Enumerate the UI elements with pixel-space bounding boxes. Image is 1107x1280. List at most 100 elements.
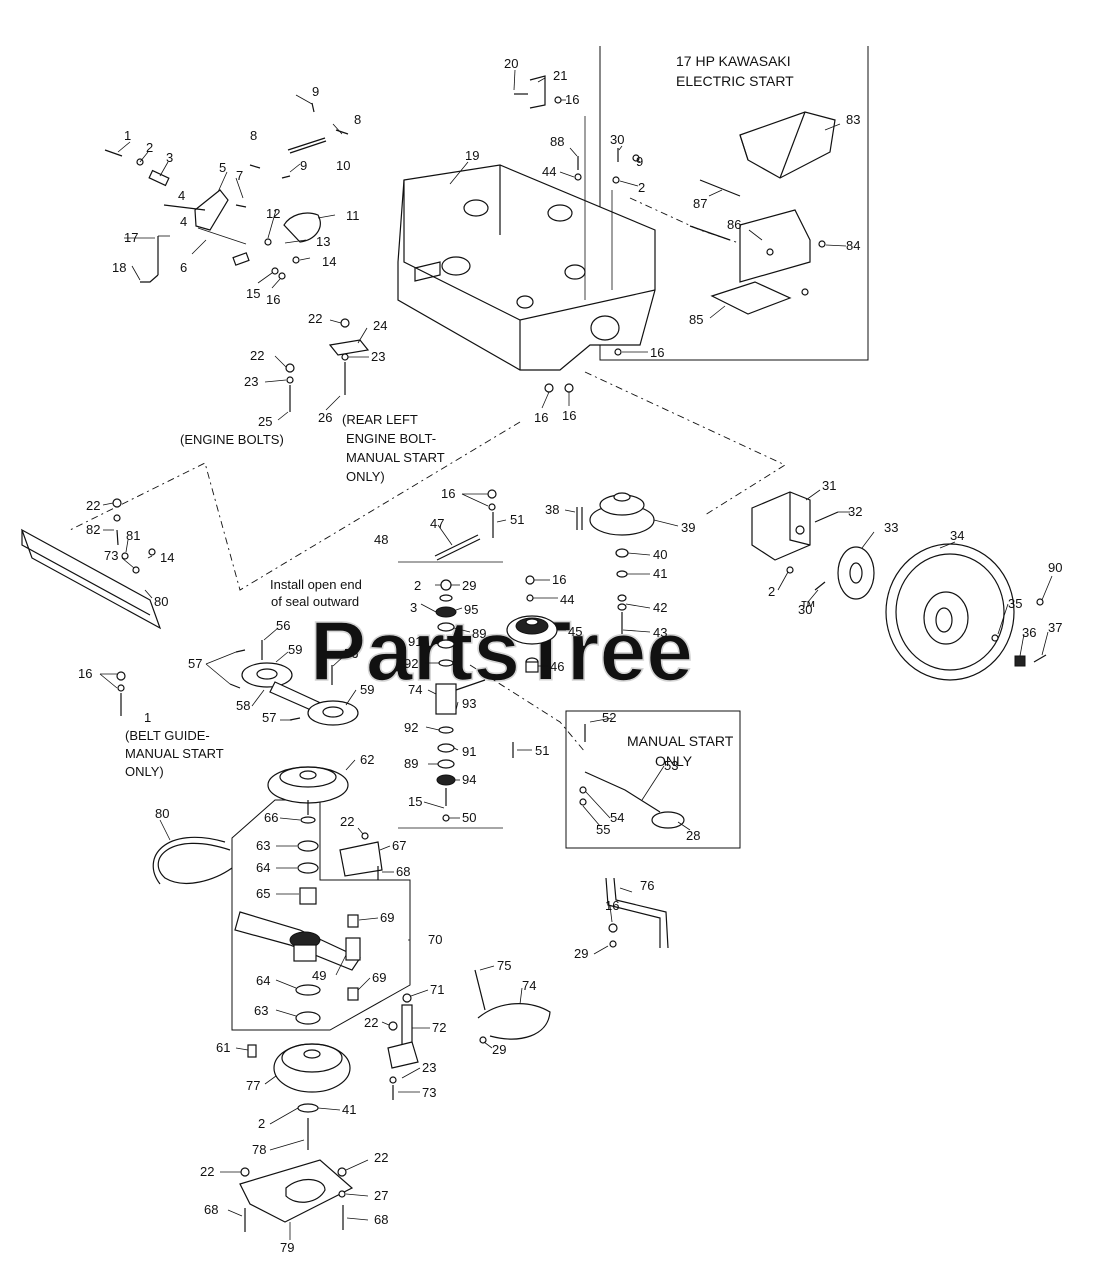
callout: 29 (462, 578, 476, 593)
callout-numbers: 1 2 3 4 5 6 7 8 8 9 9 10 11 12 13 14 15 … (78, 56, 1062, 1255)
callout: 76 (640, 878, 654, 893)
callout: 56 (276, 618, 290, 633)
callout: 2 (146, 140, 153, 155)
leader-lines (99, 69, 1053, 1240)
callout: 29 (492, 1042, 506, 1057)
callout: 71 (430, 982, 444, 997)
callout: 92 (404, 720, 418, 735)
callout: 30 (798, 602, 812, 617)
callout: 12 (266, 206, 280, 221)
callout: 41 (342, 1102, 356, 1117)
callout: 89 (404, 756, 418, 771)
callout: 37 (1048, 620, 1062, 635)
callout: 22 (308, 311, 322, 326)
callout: 22 (364, 1015, 378, 1030)
callout: 28 (686, 828, 700, 843)
callout: 59 (360, 682, 374, 697)
shaft-group-bracket (398, 561, 503, 829)
callout: 75 (497, 958, 511, 973)
engine-frame (397, 164, 656, 371)
callout: 86 (727, 217, 741, 232)
callout: 49 (312, 968, 326, 983)
callout: 2 (638, 180, 645, 195)
callout: 66 (264, 810, 278, 825)
callout: 3 (166, 150, 173, 165)
callout: 72 (432, 1020, 446, 1035)
callout: 94 (462, 772, 476, 787)
callout: 2 (414, 578, 421, 593)
callout: 30 (610, 132, 624, 147)
callout: 18 (112, 260, 126, 275)
note-belt-guide-line1: (BELT GUIDE- (125, 728, 210, 743)
callout: 58 (236, 698, 250, 713)
kawasaki-label-line1: 17 HP KAWASAKI (676, 53, 791, 69)
callout: 7 (236, 168, 243, 183)
callout: 56 (344, 646, 358, 661)
bracket-76 (605, 877, 669, 949)
watermark: PartsTree ™ (309, 599, 816, 699)
note-rear-left-line4: ONLY) (346, 469, 385, 484)
callout: 23 (371, 349, 385, 364)
callout: 2 (768, 584, 775, 599)
callout: 16 (565, 92, 579, 107)
callout: 22 (374, 1150, 388, 1165)
callout: 59 (288, 642, 302, 657)
callout: 6 (180, 260, 187, 275)
pulley-62 (267, 766, 349, 824)
callout: 34 (950, 528, 964, 543)
callout: 82 (86, 522, 100, 537)
callout: 4 (178, 188, 185, 203)
callout: 46 (550, 659, 564, 674)
callout: 91 (462, 744, 476, 759)
callout: 69 (380, 910, 394, 925)
callout: 54 (610, 810, 624, 825)
callout: 43 (653, 625, 667, 640)
callout: 36 (1022, 625, 1036, 640)
callout: 81 (126, 528, 140, 543)
callout: 92 (404, 656, 418, 671)
callout: 8 (250, 128, 257, 143)
watermark-trademark: ™ (800, 599, 816, 616)
callout: 23 (244, 374, 258, 389)
callout: 64 (256, 973, 270, 988)
idler-arm-pulleys (116, 640, 359, 726)
callout: 1 (124, 128, 131, 143)
callout: 57 (188, 656, 202, 671)
callout: 35 (1008, 596, 1022, 611)
callout: 85 (689, 312, 703, 327)
base-plate-79 (239, 1159, 354, 1232)
callout: 68 (204, 1202, 218, 1217)
callout: 91 (408, 634, 422, 649)
callout: 95 (464, 602, 478, 617)
callout: 88 (550, 134, 564, 149)
belt-guide-plate (20, 498, 162, 630)
callout: 63 (256, 838, 270, 853)
callout: 42 (653, 600, 667, 615)
callout: 44 (542, 164, 556, 179)
callout: 16 (605, 898, 619, 913)
kawasaki-label-line2: ELECTRIC START (676, 73, 794, 89)
note-rear-left-line1: (REAR LEFT (342, 412, 418, 427)
callout: 16 (534, 410, 548, 425)
callout: 22 (200, 1164, 214, 1179)
callout: 51 (510, 512, 524, 527)
wheel-assembly (751, 491, 1047, 681)
callout: 73 (104, 548, 118, 563)
callout: 26 (318, 410, 332, 425)
callout: 31 (822, 478, 836, 493)
callout: 33 (884, 520, 898, 535)
callout: 15 (408, 794, 422, 809)
pulley-39 (576, 492, 655, 634)
throttle-linkage (104, 102, 349, 283)
manual-start-label-line2: ONLY (655, 753, 693, 769)
kawasaki-parts (689, 111, 836, 315)
callout: 11 (346, 208, 360, 223)
callout: 16 (562, 408, 576, 423)
callout: 65 (256, 886, 270, 901)
callout: 16 (266, 292, 280, 307)
bracket-72 (387, 993, 419, 1100)
callout: 67 (392, 838, 406, 853)
belt-80 (152, 836, 233, 885)
callout: 29 (574, 946, 588, 961)
callout: 79 (280, 1240, 294, 1255)
